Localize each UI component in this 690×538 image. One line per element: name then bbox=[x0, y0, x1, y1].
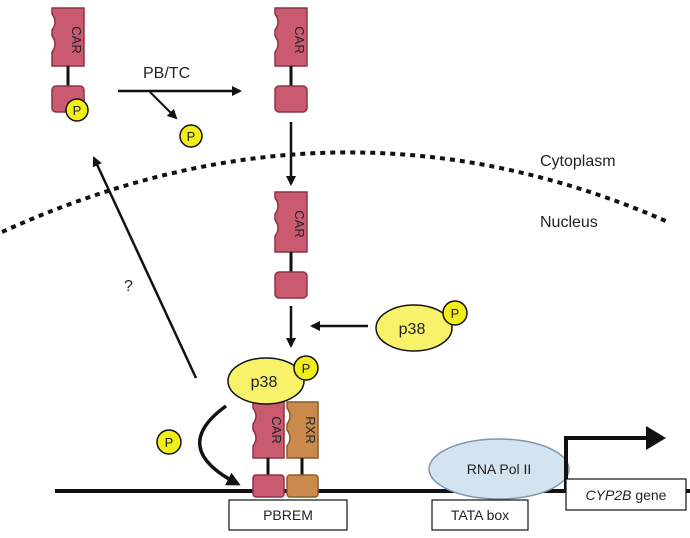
phospho-circle bbox=[293, 355, 319, 381]
transcription-arrowhead bbox=[646, 426, 666, 450]
export-question-arrow bbox=[92, 156, 198, 379]
gene-suffix: gene bbox=[631, 487, 666, 503]
released-phospho-label: P bbox=[187, 129, 196, 144]
question-mark: ? bbox=[124, 278, 133, 295]
car-lbd bbox=[274, 85, 308, 113]
phospho-label: P bbox=[451, 306, 460, 321]
pb-tc-label: PB/TC bbox=[143, 65, 190, 82]
transcription-start-arrow bbox=[564, 436, 650, 491]
phospho-circle bbox=[65, 98, 89, 122]
phosphate-release-arrow bbox=[149, 91, 178, 120]
car-dephosphorylated-cytoplasm: CAR bbox=[274, 7, 308, 113]
rna-pol-ii-label: RNA Pol II bbox=[467, 461, 532, 477]
rxr-dbd bbox=[286, 474, 319, 498]
p38-label: p38 bbox=[251, 374, 278, 391]
rxr-label: RXR bbox=[303, 416, 318, 443]
nucleus-label: Nucleus bbox=[540, 214, 598, 231]
rna-pol-ii bbox=[428, 438, 570, 500]
car-lbd bbox=[274, 271, 308, 299]
nuclear-membrane bbox=[1, 150, 669, 234]
tata-box bbox=[431, 499, 529, 531]
phospho-circle bbox=[156, 429, 182, 455]
released-phospho-circle bbox=[179, 124, 203, 148]
tata-box-label: TATA box bbox=[451, 507, 509, 523]
p38-ellipse bbox=[375, 304, 453, 352]
phospho-label: P bbox=[302, 361, 311, 376]
car-phosphorylated-cytoplasm: CAR P bbox=[51, 7, 89, 122]
car-nucleus: CAR bbox=[274, 191, 308, 299]
car-protein-shape bbox=[274, 7, 308, 67]
cyp2b-gene-box bbox=[565, 478, 687, 511]
car-protein-shape bbox=[274, 191, 308, 253]
p38-phosphorylated-free: p38 P bbox=[375, 300, 468, 352]
car-label: CAR bbox=[269, 416, 284, 443]
phospho-circle bbox=[442, 300, 468, 326]
phospho-label: P bbox=[165, 435, 174, 450]
p38-ellipse bbox=[227, 357, 305, 405]
car-protein-shape bbox=[51, 7, 85, 67]
car-label: CAR bbox=[292, 210, 307, 237]
car-label: CAR bbox=[69, 26, 84, 53]
pbrem-label: PBREM bbox=[263, 507, 313, 523]
car-rxr-complex: RXR CAR p38 P bbox=[227, 355, 319, 498]
phospho-label: P bbox=[73, 103, 82, 118]
car-dbd bbox=[252, 474, 285, 498]
gene-name: CYP2B bbox=[586, 487, 632, 503]
pbrem-box bbox=[228, 499, 348, 531]
rxr-protein-shape bbox=[286, 401, 319, 459]
p38-label: p38 bbox=[399, 321, 426, 338]
phosphorylation-curved-arrow bbox=[198, 404, 241, 486]
cytoplasm-label: Cytoplasm bbox=[540, 153, 616, 170]
car-label: CAR bbox=[292, 26, 307, 53]
car-protein-shape bbox=[252, 401, 285, 459]
cyp2b-gene-label: CYP2B gene bbox=[586, 487, 667, 503]
